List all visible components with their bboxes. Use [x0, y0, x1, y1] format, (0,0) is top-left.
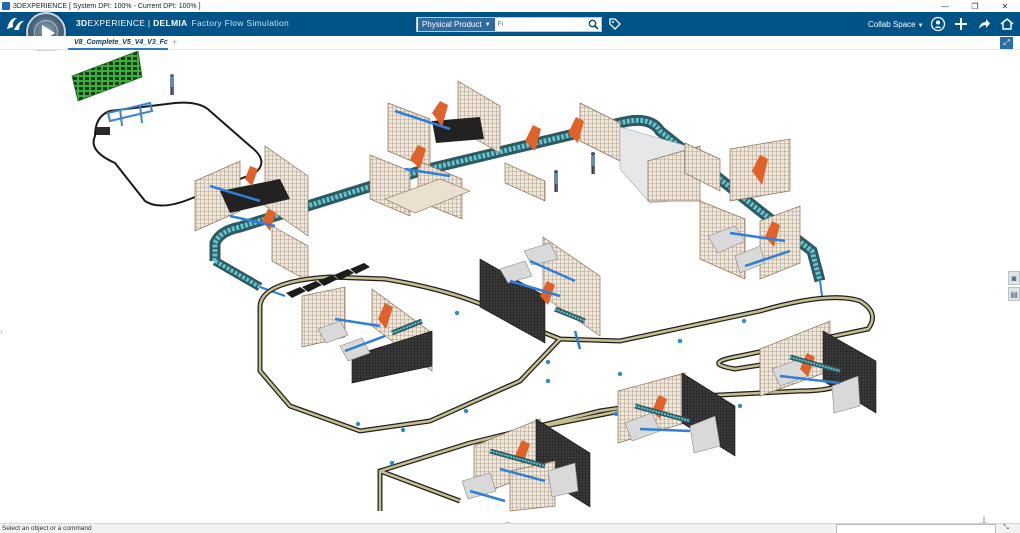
- collab-space-label: Collab Space: [868, 20, 916, 29]
- window-titlebar: 3DEXPERIENCE [ System DPI: 100% - Curren…: [0, 0, 1020, 12]
- search-scope-label: Physical Product: [422, 20, 482, 29]
- search-scope-dropdown[interactable]: Physical Product ▼: [418, 18, 495, 31]
- machining-cell-3: [759, 320, 877, 414]
- app-icon: [2, 2, 10, 10]
- window-controls: — ❐ ✕: [930, 0, 1020, 12]
- tag-icon[interactable]: [608, 17, 622, 31]
- machining-cell-4: [617, 372, 736, 457]
- chevron-down-icon: ▼: [484, 21, 491, 28]
- operator-figure: [591, 152, 595, 174]
- factory-layout-scene: [71, 51, 877, 512]
- add-icon[interactable]: [953, 16, 969, 32]
- window-title: 3DEXPERIENCE [ System DPI: 100% - Curren…: [13, 2, 201, 10]
- brand-3d: 3D: [76, 18, 88, 28]
- agv-cart: [96, 127, 110, 135]
- work-cell-3: [504, 102, 721, 204]
- tab-bar: V8_Complete_V5_V4_V3_Fc +: [0, 36, 1020, 50]
- search-icon[interactable]: [587, 19, 599, 31]
- gantry-unit: [106, 101, 154, 127]
- user-icon[interactable]: [930, 16, 946, 32]
- layers-icon[interactable]: ▤: [1008, 287, 1020, 301]
- tab-model[interactable]: V8_Complete_V5_V4_V3_Fc: [68, 36, 168, 50]
- maximize-icon[interactable]: ⤢: [1000, 37, 1013, 49]
- help-icon[interactable]: [999, 16, 1015, 32]
- machining-cell-1: [301, 286, 433, 384]
- work-cell-1: [194, 145, 309, 297]
- ds-logo-icon[interactable]: [4, 15, 26, 33]
- machining-cell-5: [461, 418, 591, 512]
- agv-carts: [286, 263, 370, 298]
- search-bar: Physical Product ▼: [416, 17, 602, 32]
- restore-button[interactable]: ❐: [971, 1, 979, 11]
- compass-axis-icon[interactable]: [970, 513, 998, 523]
- storage-rack: [71, 51, 143, 102]
- add-tab-icon[interactable]: +: [172, 37, 178, 47]
- agv-track-markers: [355, 310, 747, 466]
- work-cell-4: [699, 138, 823, 297]
- agv-loop-path: [92, 101, 263, 207]
- operator-figure: [554, 170, 558, 192]
- share-icon[interactable]: [976, 16, 992, 32]
- work-cell-2: [369, 80, 501, 220]
- status-bar: Select an object or a command ⤡: [0, 523, 1020, 533]
- chevron-down-icon: ▼: [917, 23, 924, 29]
- machining-cell-2: [479, 236, 601, 350]
- agv-track-network: [257, 274, 875, 511]
- search-input[interactable]: [497, 18, 582, 31]
- minimize-button[interactable]: —: [941, 1, 949, 11]
- operator-figure: [170, 74, 174, 95]
- expand-icon[interactable]: ⤡: [1003, 524, 1009, 531]
- app-name: Factory Flow Simulation: [191, 18, 290, 28]
- 3d-viewport[interactable]: › ◙ ▤: [0, 51, 1020, 523]
- brand-delmia: DELMIA: [153, 18, 188, 28]
- chevron-up-icon[interactable]: ︿: [503, 516, 513, 526]
- collab-space-dropdown[interactable]: Collab Space▼: [868, 20, 924, 29]
- status-message: Select an object or a command: [2, 525, 92, 532]
- camera-icon[interactable]: ◙: [1008, 271, 1020, 285]
- close-button[interactable]: ✕: [1001, 1, 1009, 11]
- command-input[interactable]: [836, 524, 996, 533]
- brand-experience: EXPERIENCE |: [87, 18, 154, 28]
- chevron-right-icon[interactable]: ›: [0, 327, 3, 336]
